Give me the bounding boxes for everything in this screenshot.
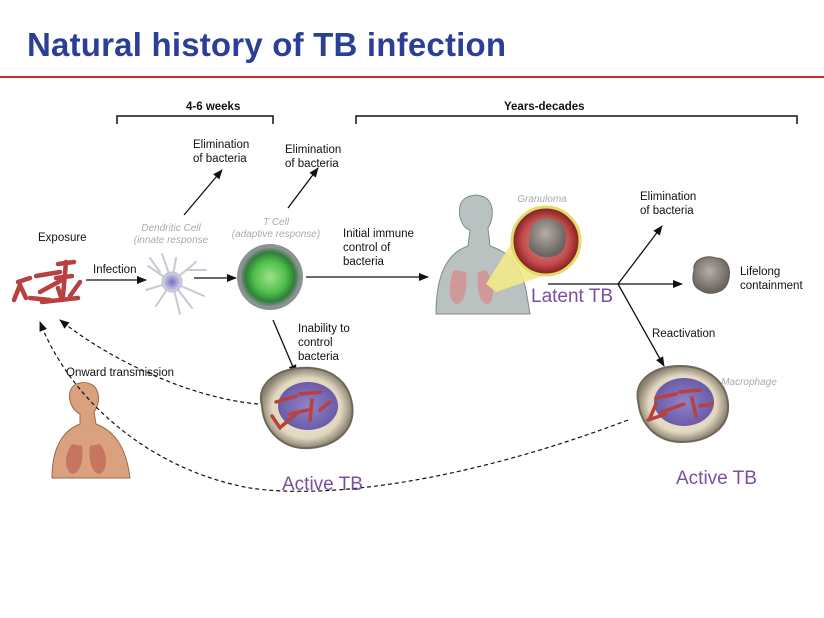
granuloma-label: Granuloma [517,194,567,205]
title-divider [0,76,824,78]
initial-control-label: Initial immune control of bacteria [343,228,414,268]
elimination-label-1: Elimination of bacteria [193,139,250,165]
timeline-period-1: 4-6 weeks [186,101,241,113]
timeline-period-2: Years-decades [504,101,585,113]
granuloma-containment-icon [692,256,730,294]
exposure-label: Exposure [38,232,87,244]
bracket-4-6-weeks [116,115,274,124]
onward-transmission-label: Onward transmission [66,367,175,379]
human-transmission-icon [51,382,131,479]
active-tb-label-2: Active TB [676,468,757,489]
macrophage-label: Macrophage [721,377,777,388]
dendritic-cell-label: Dendritic Cell (innate response [133,223,209,246]
infection-label: Infection [93,264,137,276]
dendritic-cell-icon [145,253,207,315]
elimination-label-2: Elimination of bacteria [285,144,342,170]
lifelong-containment-label: Lifelong containment [740,266,803,292]
macrophage-icon [259,366,354,450]
latent-tb-label: Latent TB [531,286,614,307]
active-tb-label-1: Active TB [282,474,363,495]
page-title: Natural history of TB infection [27,26,507,63]
bacteria-cluster-icon [11,259,83,305]
reactivation-label: Reactivation [652,328,716,340]
elimination-label-3: Elimination of bacteria [640,191,697,217]
t-cell-label: T Cell (adaptive response) [231,217,321,240]
inability-label: Inability to control bacteria [298,323,350,363]
granuloma-icon [510,205,582,277]
macrophage-right-icon [636,364,730,444]
bracket-years-decades [355,115,798,124]
t-cell-icon [237,244,303,310]
